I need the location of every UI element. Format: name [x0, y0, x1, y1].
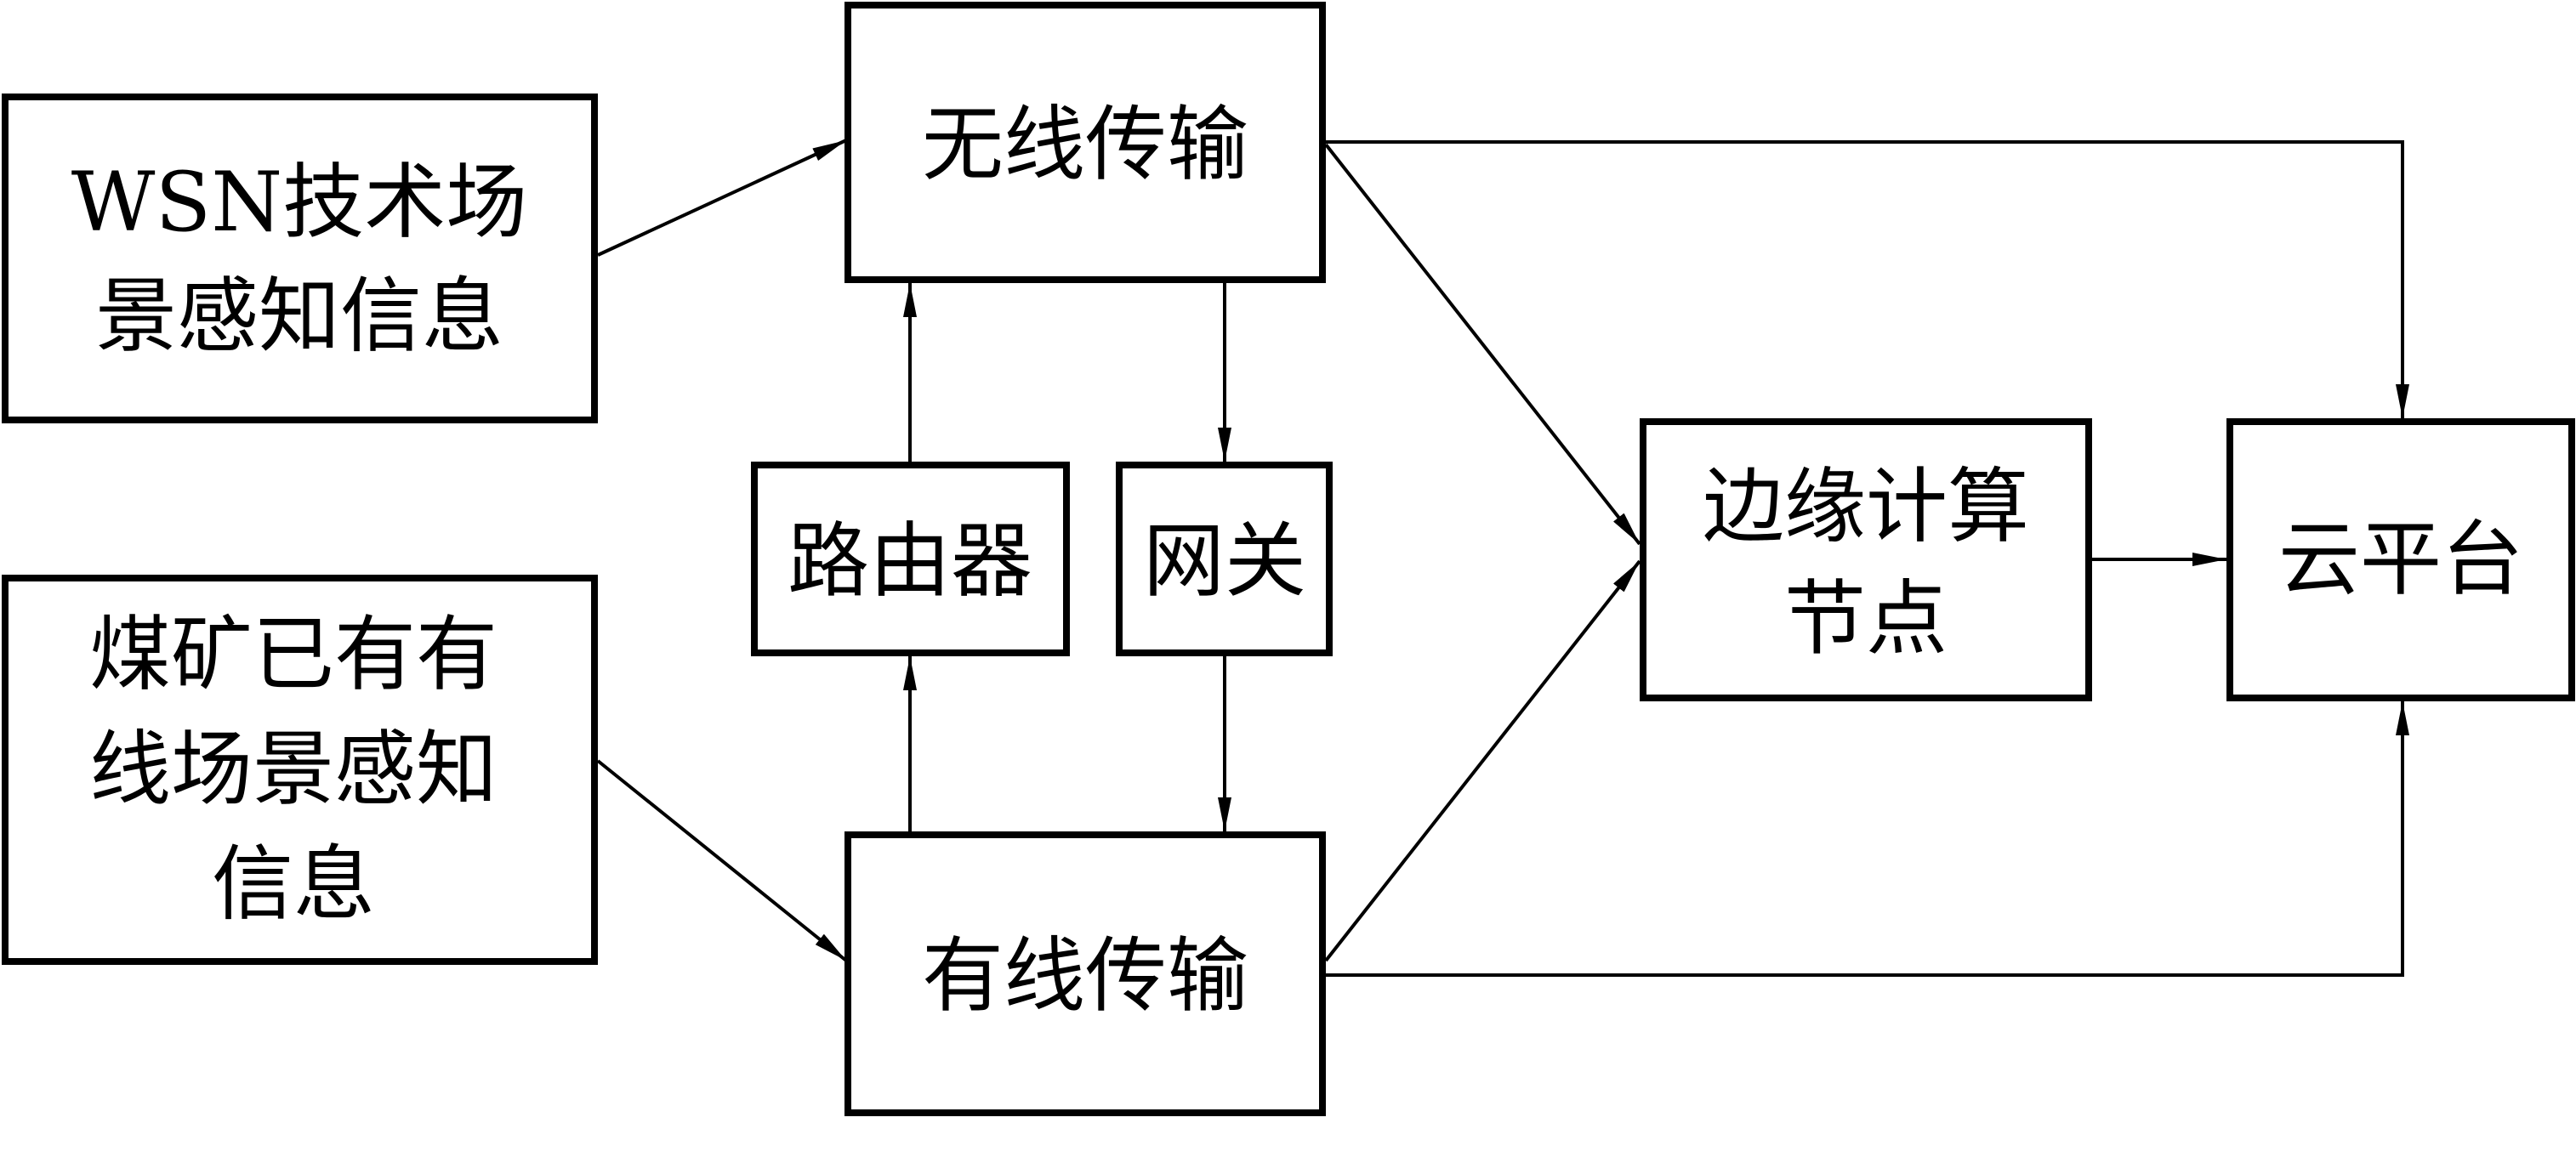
edge-wsn-to-wireless [597, 139, 847, 257]
edge-wired-to-cloud [1326, 701, 2409, 977]
node-wsn-line-1: WSN技术场 [71, 155, 527, 250]
node-wired-existing-line-2: 线场景感知 [89, 722, 498, 817]
node-gateway-label: 网关 [1143, 513, 1306, 609]
edge-wireless-to-edge [1324, 143, 1641, 546]
edge-wired-to-edge [1324, 559, 1641, 962]
edge-wired-existing-to-wired [596, 759, 848, 962]
node-wireless-label: 无线传输 [922, 97, 1248, 192]
node-wired-existing: 煤矿已有有 线场景感知 信息 [2, 575, 598, 965]
node-wsn-line-2: 景感知信息 [95, 269, 503, 364]
node-wireless: 无线传输 [844, 2, 1326, 283]
node-gateway: 网关 [1116, 462, 1333, 656]
node-router-label: 路由器 [788, 513, 1032, 609]
node-wired: 有线传输 [844, 831, 1326, 1116]
node-wired-label: 有线传输 [922, 928, 1248, 1024]
node-edge-line-1: 边缘计算 [1703, 459, 2029, 554]
node-router: 路由器 [751, 462, 1070, 656]
edge-wireless-to-cloud [1326, 140, 2409, 418]
edges [596, 139, 2409, 977]
node-wired-existing-line-3: 信息 [212, 837, 375, 932]
node-cloud: 云平台 [2226, 418, 2575, 701]
node-edge-computing: 边缘计算 节点 [1640, 418, 2092, 701]
node-edge-line-2: 节点 [1784, 571, 1948, 666]
node-cloud-label: 云平台 [2278, 512, 2523, 607]
node-wsn: WSN技术场 景感知信息 [2, 94, 598, 423]
node-wired-existing-line-1: 煤矿已有有 [89, 607, 498, 702]
